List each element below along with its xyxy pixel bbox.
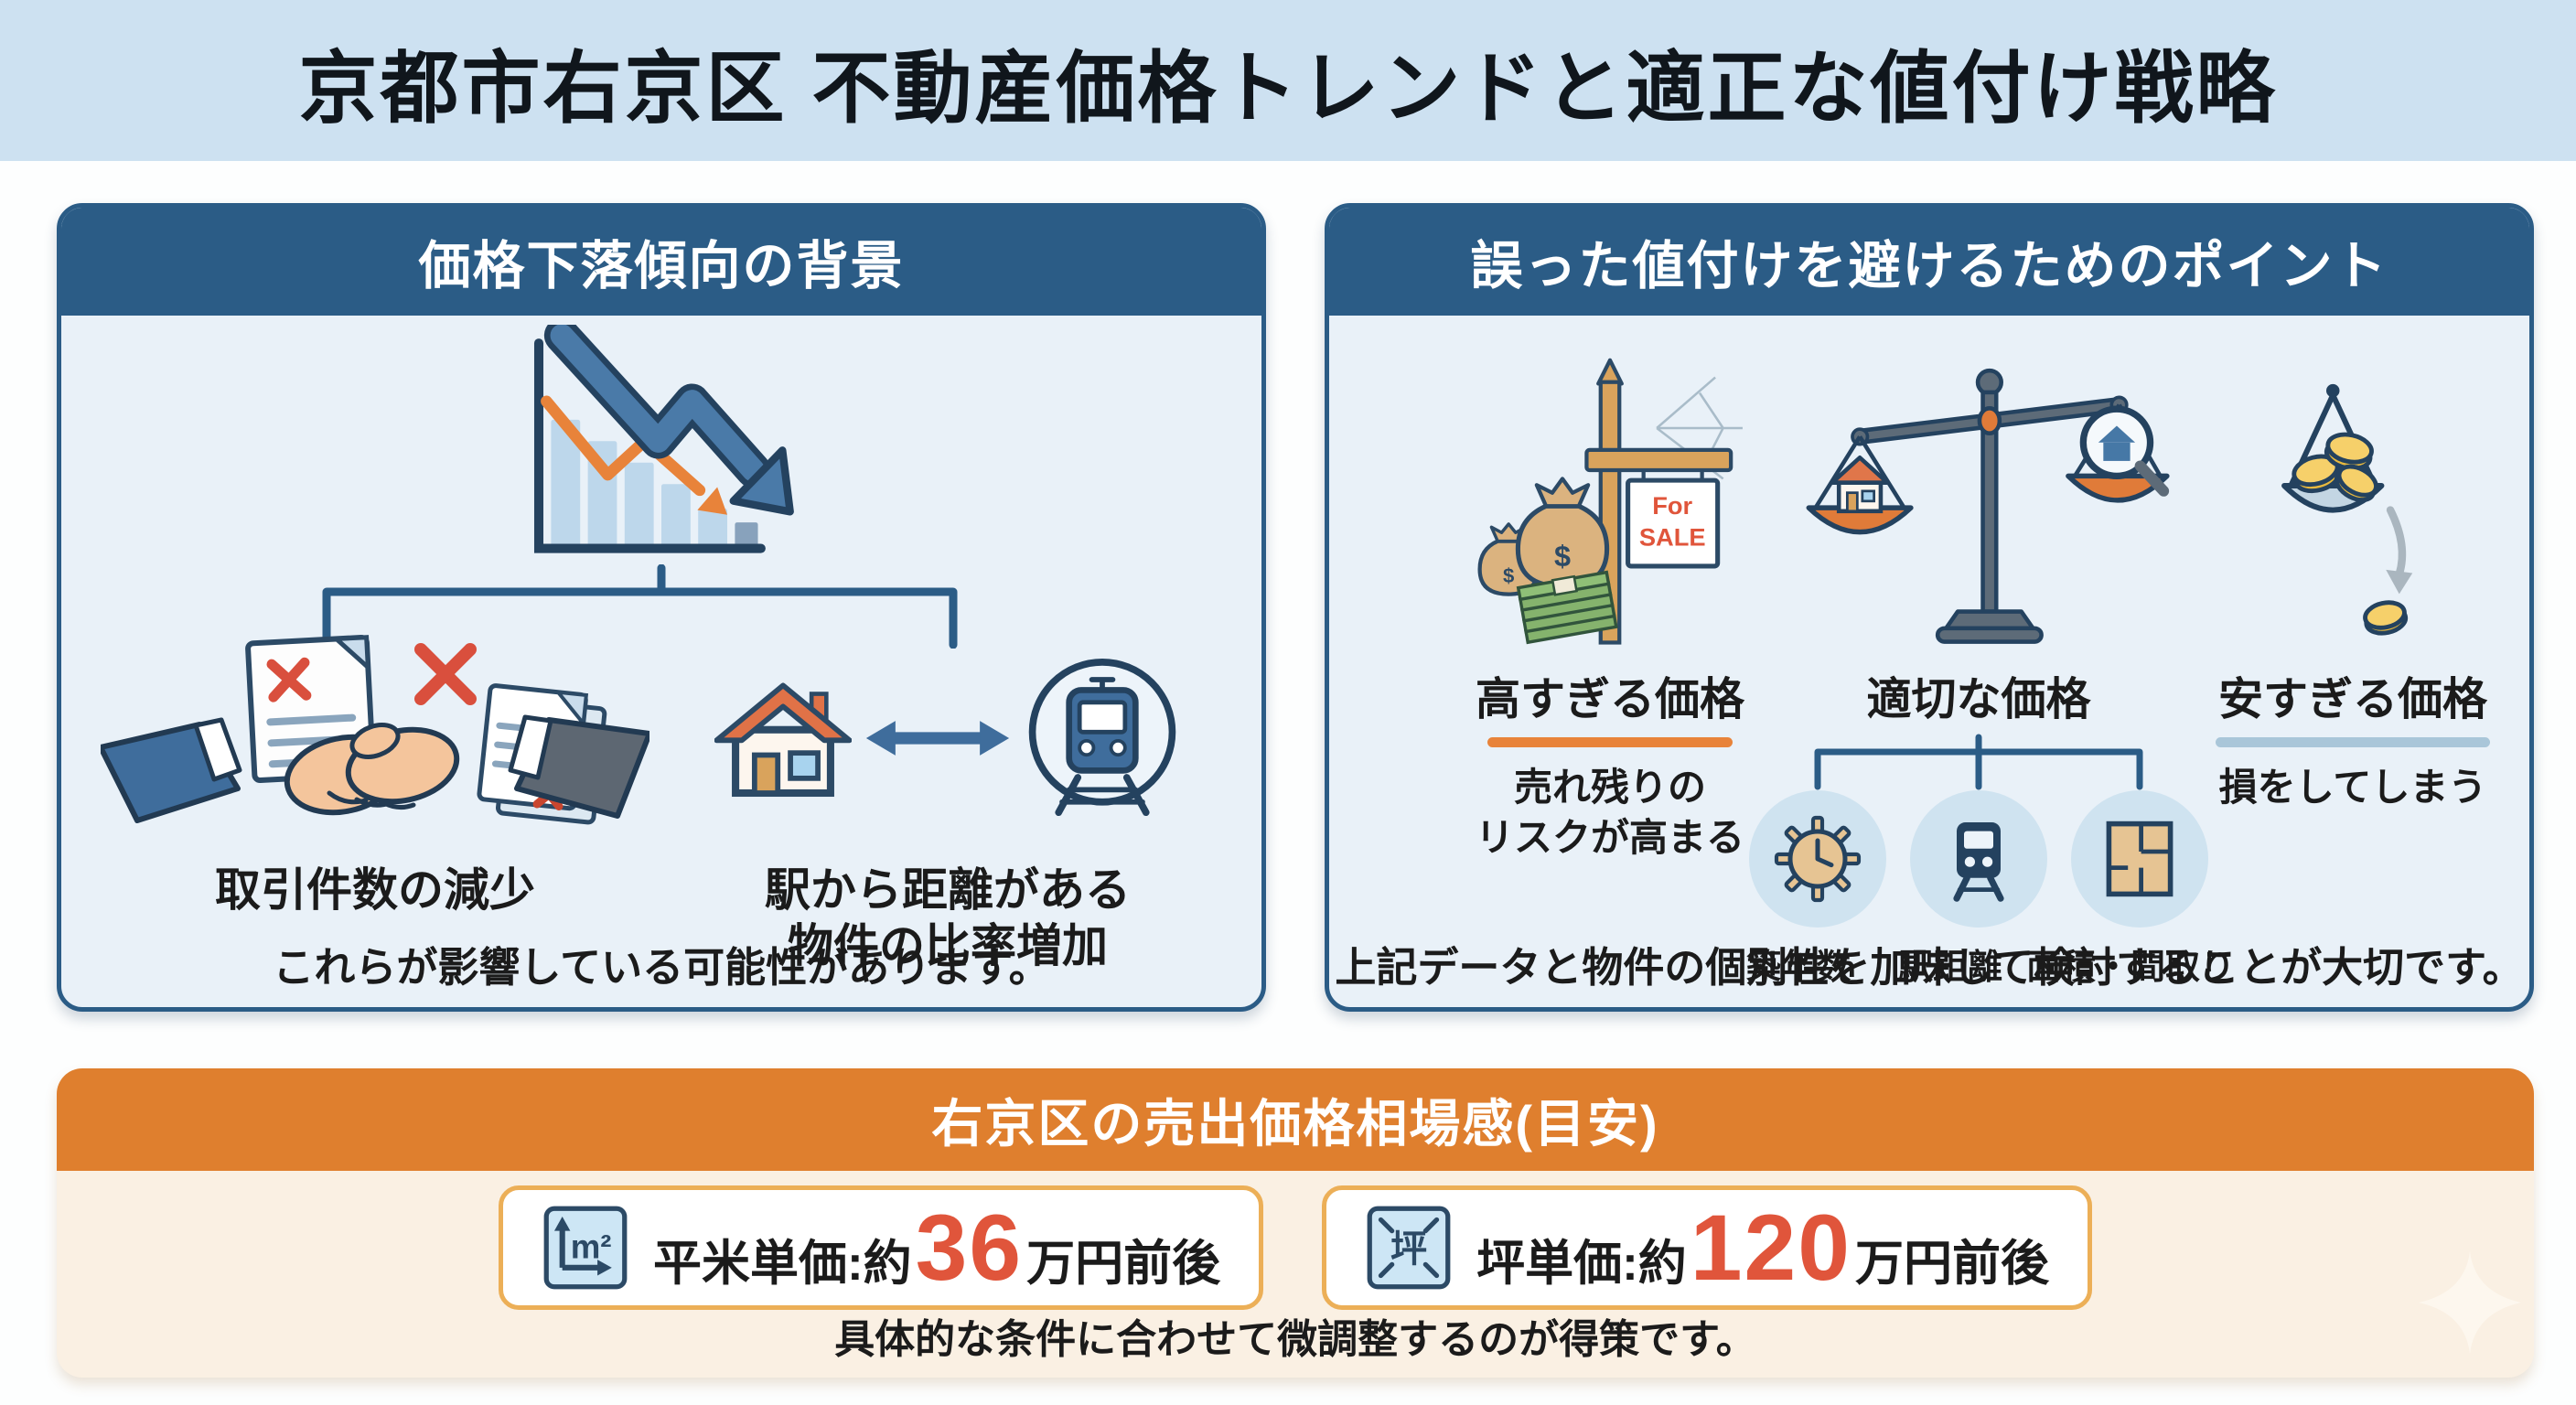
sqm-price-prefix: 平米単価:約 (653, 1237, 912, 1291)
sqm-price-value: 36 (915, 1196, 1024, 1300)
pricing-points-panel-title: 誤った値付けを避けるためのポイント (1470, 237, 2388, 295)
market-price-panel: 右京区の売出価格相場感(目安) m² 平米単価:約 36 (57, 1068, 2534, 1378)
floor-plan-icon (2106, 820, 2174, 897)
declining-chart-wrap (510, 317, 812, 574)
floor-plan-circle (2071, 790, 2208, 928)
factor-branch-connector (1814, 734, 2143, 790)
factor-labels: 築年数 駅距離 面積・間取り (1723, 938, 2235, 989)
square-meter-icon: m² (543, 1206, 628, 1290)
market-price-panel-title: 右京区の売出価格相場感(目安) (931, 1094, 1659, 1153)
too-high-price-label: 高すぎる価格 (1475, 675, 1744, 724)
price-decline-panel: 価格下落傾向の背景 (57, 203, 1266, 1012)
tsubo-price-value: 120 (1690, 1196, 1852, 1300)
station-distance-factor-label: 駅距離 (1897, 949, 2002, 987)
transaction-decline-icons (101, 623, 649, 853)
transaction-decline-item: 取引件数の減少 (89, 623, 661, 974)
for-sale-sign-line2: SALE (1639, 523, 1706, 552)
too-low-description: 損をしてしまう (2218, 766, 2487, 809)
too-high-price-iconbox: For SALE $ $ (1477, 349, 1743, 650)
bottom-footnote: 具体的な条件に合わせて微調整するのが得策です。 (834, 1317, 1756, 1362)
too-low-underline (2216, 737, 2490, 747)
tsubo-price-card: 坪 坪単価:約 120 万円前後 (1322, 1185, 2092, 1310)
tsubo-icon: 坪 (1367, 1206, 1451, 1290)
cause-branches: 取引件数の減少 (89, 623, 1234, 974)
market-price-panel-body: m² 平米単価:約 36 万円前後 坪 坪単価:約 (57, 1171, 2534, 1378)
too-low-price-column: 安すぎる価格 損をしてしまう (2193, 349, 2513, 812)
cash-stack (1516, 570, 1618, 645)
station-distance-label: 駅から距離がある 物件の比率増加 (765, 864, 1131, 971)
sqm-price-text: 平米単価:約 36 万円前後 (653, 1201, 1220, 1294)
price-decline-panel-header: 価格下落傾向の背景 (61, 208, 1261, 316)
price-decline-panel-title: 価格下落傾向の背景 (418, 237, 905, 295)
sqm-price-card: m² 平米単価:約 36 万円前後 (499, 1185, 1264, 1310)
for-sale-sign-line1: For (1652, 491, 1692, 520)
pricing-points-panel-header: 誤った値付けを避けるためのポイント (1329, 208, 2529, 316)
building-age-label: 築年数 (1745, 949, 1851, 987)
area-layout-label: 面積・間取り (2026, 949, 2236, 987)
declining-chart-icon (533, 317, 794, 553)
factor-circles (1749, 790, 2208, 928)
tsubo-price-text: 坪単価:約 120 万円前後 (1476, 1201, 2049, 1294)
money-bag-large-symbol: $ (1554, 540, 1571, 573)
right-panel-footnote: 上記データと物件の個別性を加味して検討することが大切です。 (1335, 944, 2524, 991)
gear-clock-icon (1774, 815, 1862, 903)
balance-scale-icon (1806, 368, 2170, 644)
station-distance-circle (1910, 790, 2047, 928)
train-small-icon (1953, 822, 2004, 902)
too-high-underline (1487, 737, 1733, 747)
too-low-price-label: 安すぎる価格 (2217, 675, 2487, 724)
price-cards: m² 平米単価:約 36 万円前後 坪 坪単価:約 (57, 1185, 2534, 1310)
tsubo-price-suffix: 万円前後 (1854, 1237, 2049, 1291)
tsubo-price-prefix: 坪単価:約 (1476, 1237, 1687, 1291)
tilted-scale-coins-icon (2281, 383, 2413, 636)
title-band: 京都市右京区 不動産価格トレンドと適正な値付け戦略 (0, 0, 2576, 161)
too-low-price-iconbox (2275, 349, 2431, 650)
station-distance-icons (714, 623, 1181, 853)
sparkle-icon (2419, 1251, 2521, 1354)
building-age-circle (1749, 790, 1886, 928)
transaction-decline-label: 取引件数の減少 (215, 864, 535, 916)
house-icon (714, 682, 852, 798)
price-decline-panel-body: 取引件数の減少 (61, 316, 1261, 1007)
money-for-sale-icon: For SALE $ $ (1477, 358, 1743, 645)
pricing-points-panel: 誤った値付けを避けるためのポイント For SALE (1325, 203, 2534, 1012)
double-arrow-icon (865, 721, 1010, 756)
too-high-description: 売れ残りの リスクが高まる (1475, 766, 1744, 860)
handshake-documents-icon (101, 635, 649, 825)
market-price-panel-header: 右京区の売出価格相場感(目安) (57, 1068, 2534, 1171)
sqm-price-suffix: 万円前後 (1026, 1237, 1221, 1291)
pricing-points-panel-body: For SALE $ $ (1329, 316, 2529, 1007)
sqm-icon-label: m² (571, 1228, 612, 1265)
tsubo-icon-label: 坪 (1390, 1228, 1427, 1270)
train-icon (1028, 659, 1176, 817)
too-high-price-column: For SALE $ $ (1340, 349, 1880, 863)
money-bag-small-symbol: $ (1503, 564, 1515, 587)
left-panel-footnote: これらが影響している可能性があります。 (273, 944, 1050, 991)
branch-connector (322, 564, 958, 649)
appropriate-price-iconbox (1782, 343, 2175, 650)
appropriate-price-label: 適切な価格 (1866, 675, 2091, 724)
page-title: 京都市右京区 不動産価格トレンドと適正な値付け戦略 (298, 44, 2278, 133)
appropriate-price-column: 適切な価格 (1723, 343, 2235, 989)
station-distance-item: 駅から距離がある 物件の比率増加 (661, 623, 1234, 974)
